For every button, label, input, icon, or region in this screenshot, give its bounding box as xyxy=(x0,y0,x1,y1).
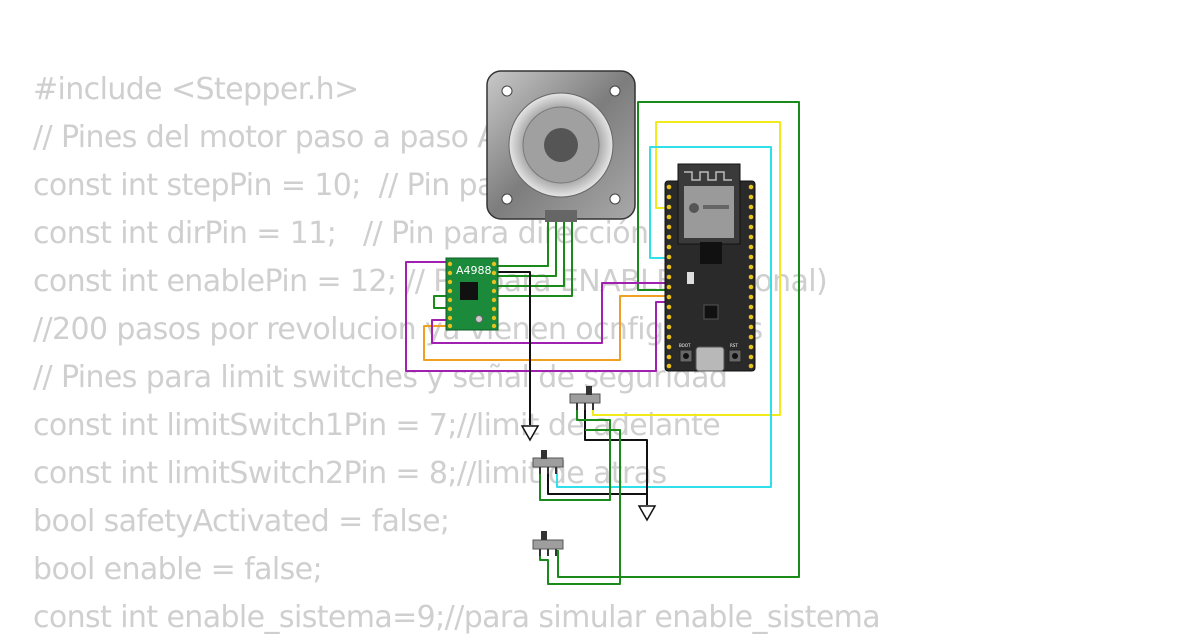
code-line: const int dirPin = 11; // Pin para direc… xyxy=(33,216,649,251)
wire-yellow-limit1[interactable] xyxy=(592,121,781,416)
code-line: const int limitSwitch1Pin = 7;//limit de… xyxy=(33,408,721,443)
wire-motor-coil-c[interactable] xyxy=(498,218,565,287)
boot-label: BOOT xyxy=(679,343,691,348)
wire-purple-step[interactable] xyxy=(405,261,668,372)
slide-switch-icon[interactable] xyxy=(532,531,564,556)
esp32-board-icon[interactable]: BOOT RST xyxy=(664,163,756,372)
wire-black-gnd-2[interactable] xyxy=(584,402,648,505)
wire-orange-dir[interactable] xyxy=(423,295,668,361)
slide-switch-icon[interactable] xyxy=(569,386,601,410)
slide-switch-icon[interactable] xyxy=(532,450,564,474)
code-line: const int limitSwitch2Pin = 8;//limit de… xyxy=(33,456,667,491)
a4988-driver-icon[interactable]: A4988 xyxy=(445,257,499,331)
wire-motor-coil-a[interactable] xyxy=(498,218,549,267)
wires xyxy=(405,101,800,585)
driver-label: A4988 xyxy=(456,264,492,277)
wire-green-switch-1[interactable] xyxy=(539,402,611,501)
code-line: #include <Stepper.h> xyxy=(33,72,359,107)
wire-motor-coil-b[interactable] xyxy=(498,218,557,277)
rst-label: RST xyxy=(730,343,738,348)
wire-green-driver-left[interactable] xyxy=(433,295,446,309)
code-listing: #include <Stepper.h> // Pines del motor … xyxy=(33,66,881,642)
code-line: bool enable = false; xyxy=(33,552,323,587)
wire-purple-enable[interactable] xyxy=(431,282,668,344)
code-line: const int enable_sistema=9;//para simula… xyxy=(33,600,881,635)
stepper-motor-icon[interactable] xyxy=(486,70,636,222)
ground-symbol-icon xyxy=(520,425,540,442)
wire-black-gnd-3[interactable] xyxy=(547,468,647,495)
code-line: // Pines para limit switches y señal de … xyxy=(33,360,728,395)
wire-black-gnd-1[interactable] xyxy=(498,271,531,425)
wire-green-enable[interactable] xyxy=(557,101,800,578)
code-line: bool safetyActivated = false; xyxy=(33,504,450,539)
wire-motor-coil-d[interactable] xyxy=(498,218,573,297)
ground-symbol-icon xyxy=(637,505,657,522)
wire-cyan-limit2[interactable] xyxy=(556,146,772,488)
wire-green-switch-2[interactable] xyxy=(539,429,621,585)
